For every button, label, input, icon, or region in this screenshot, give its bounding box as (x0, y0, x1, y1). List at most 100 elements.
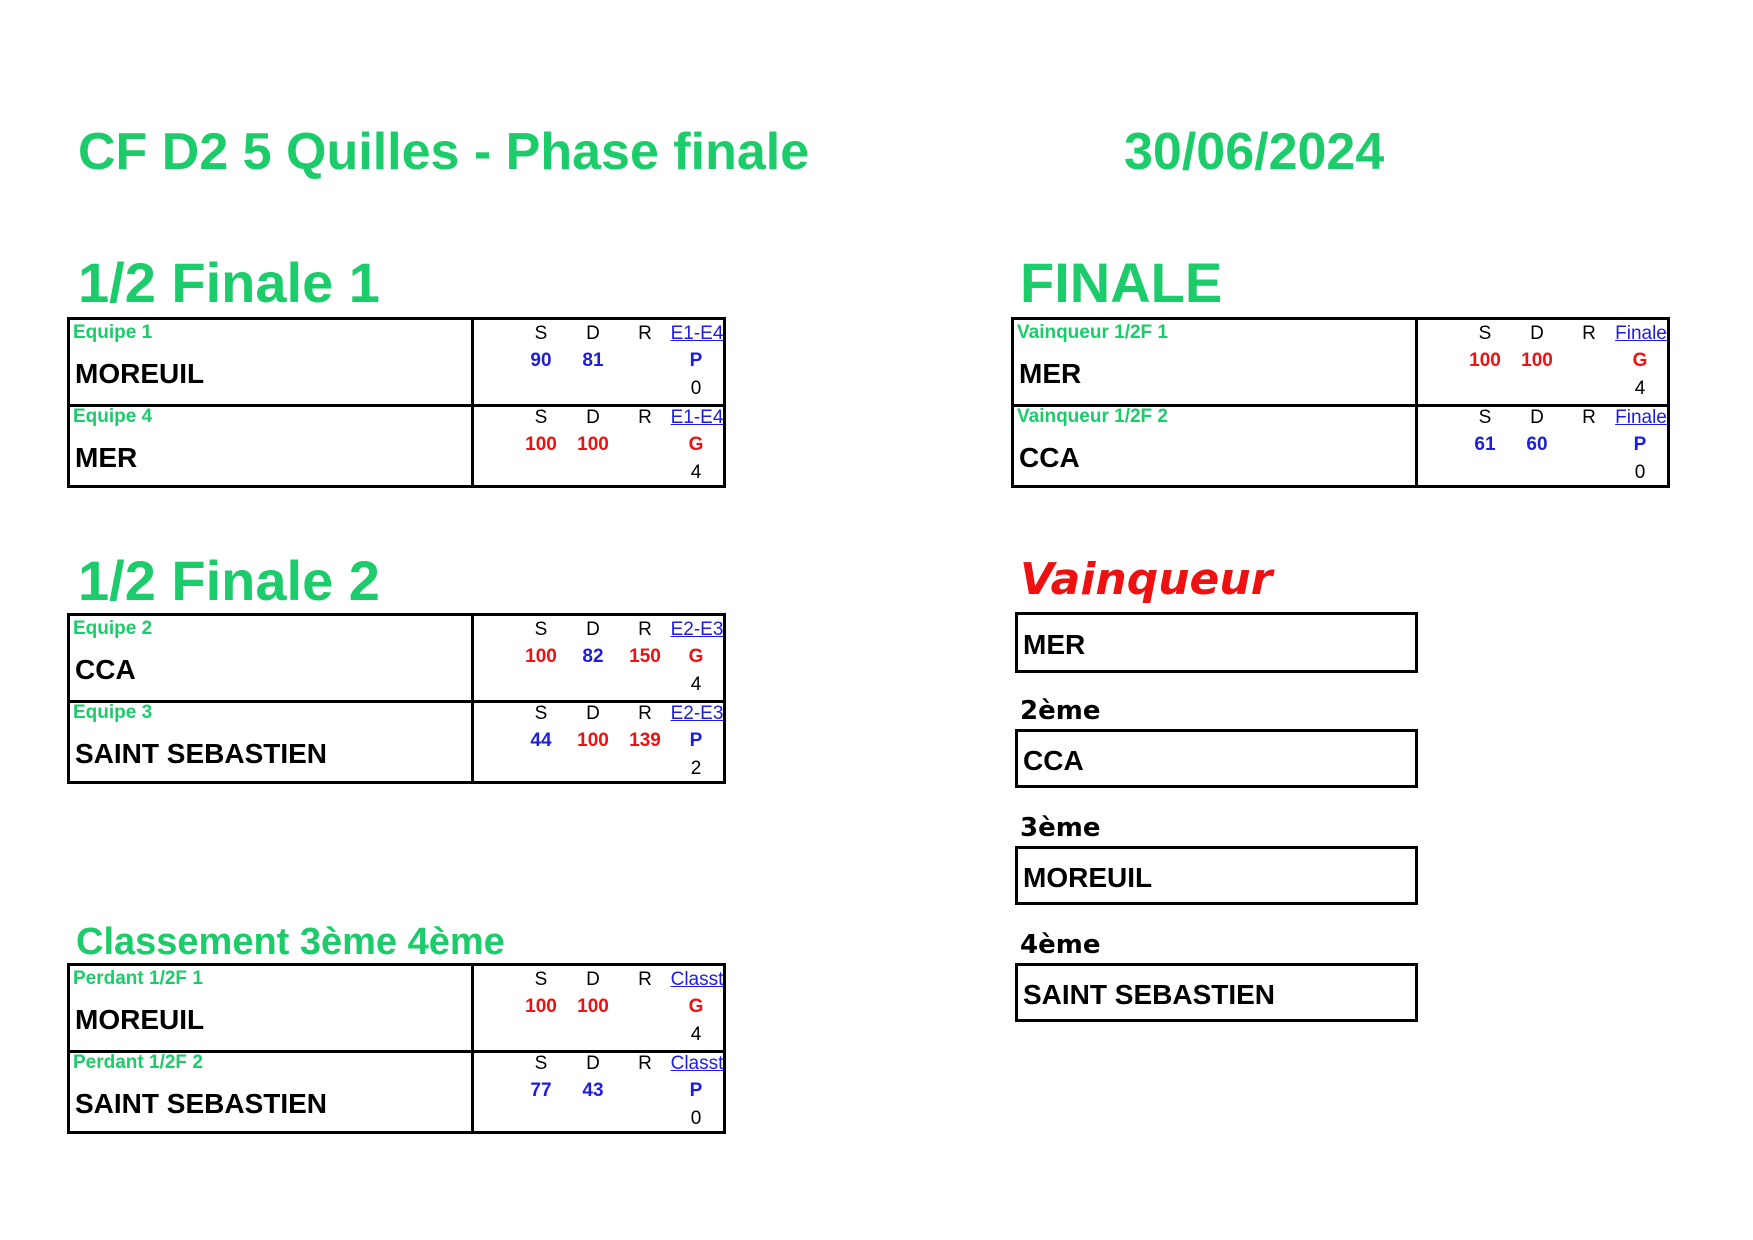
col-header-r: R (1582, 407, 1596, 428)
match-result: G (688, 434, 704, 455)
team-name: MOREUIL (75, 1004, 205, 1035)
rank-fourth-label: 4ème (1020, 930, 1101, 960)
match-points: 0 (690, 378, 702, 399)
table-row: Perdant 1/2F 2 SAINT SEBASTIEN S D R Classt 77… (70, 1050, 723, 1134)
match-code-link[interactable]: E2-E3 (670, 619, 724, 640)
rank-third-label: 3ème (1020, 813, 1101, 843)
col-header-d: D (586, 323, 600, 344)
team-name: CCA (75, 654, 136, 685)
match-result: P (689, 1080, 703, 1101)
team-slot-label: Equipe 4 (73, 406, 153, 427)
col-header-d: D (586, 969, 600, 990)
score-s: 44 (530, 730, 552, 751)
score-d: 81 (582, 350, 604, 371)
score-d: 100 (1521, 350, 1553, 371)
score-d: 82 (582, 646, 604, 667)
col-header-d: D (586, 703, 600, 724)
score-s: 90 (530, 350, 552, 371)
team-cell: Perdant 1/2F 2 SAINT SEBASTIEN (70, 1050, 474, 1134)
team-slot-label: Equipe 1 (73, 322, 153, 343)
match-result: G (688, 996, 704, 1017)
match-code-link[interactable]: E1-E4 (670, 323, 724, 344)
match-result: P (689, 730, 703, 751)
match-result: P (689, 350, 703, 371)
score-d: 60 (1526, 434, 1548, 455)
match-code-link[interactable]: E2-E3 (670, 703, 724, 724)
team-slot-label: Vainqueur 1/2F 2 (1017, 406, 1168, 427)
match-points: 2 (690, 758, 702, 779)
score-d: 100 (577, 996, 609, 1017)
col-header-d: D (586, 407, 600, 428)
rank-winner: MER (1023, 629, 1086, 660)
match-result: P (1633, 434, 1647, 455)
team-slot-label: Perdant 1/2F 1 (73, 968, 203, 989)
match-code-link[interactable]: Finale (1615, 407, 1667, 428)
rank-fourth: SAINT SEBASTIEN (1023, 979, 1276, 1010)
team-cell: Equipe 1 MOREUIL (70, 320, 474, 404)
page-title: CF D2 5 Quilles - Phase finale (78, 123, 810, 181)
col-header-r: R (638, 969, 652, 990)
col-header-r: R (1582, 323, 1596, 344)
score-s: 100 (525, 646, 557, 667)
third-title: Classement 3ème 4ème (76, 921, 505, 963)
col-header-s: S (1478, 323, 1492, 344)
col-header-d: D (586, 1053, 600, 1074)
team-name: SAINT SEBASTIEN (75, 1088, 328, 1119)
rank-fourth-box: SAINT SEBASTIEN (1015, 963, 1418, 1022)
semi2-title: 1/2 Finale 2 (78, 549, 380, 612)
col-header-r: R (638, 1053, 652, 1074)
rank-third: MOREUIL (1023, 862, 1153, 893)
match-result: G (1632, 350, 1648, 371)
team-cell: Perdant 1/2F 1 MOREUIL (70, 966, 474, 1050)
col-header-r: R (638, 703, 652, 724)
final-title: FINALE (1020, 251, 1223, 314)
team-slot-label: Equipe 2 (73, 618, 153, 639)
team-name: CCA (1019, 442, 1080, 473)
match-code-link[interactable]: Finale (1615, 323, 1667, 344)
col-header-s: S (1478, 407, 1492, 428)
col-header-s: S (534, 1053, 548, 1074)
col-header-s: S (534, 619, 548, 640)
match-code-link[interactable]: E1-E4 (670, 407, 724, 428)
team-name: MER (1019, 358, 1082, 389)
match-code-link[interactable]: Classt (670, 969, 724, 990)
match-points: 4 (690, 1024, 702, 1045)
score-s: 61 (1474, 434, 1496, 455)
match-points: 4 (690, 674, 702, 695)
match-points: 4 (690, 462, 702, 483)
match-points: 4 (1634, 378, 1646, 399)
team-slot-label: Vainqueur 1/2F 1 (1017, 322, 1168, 343)
col-header-s: S (534, 407, 548, 428)
score-s: 77 (530, 1080, 552, 1101)
table-row: Vainqueur 1/2F 2 CCA S D R Finale 61 60 P 0 (1014, 404, 1667, 488)
col-header-r: R (638, 407, 652, 428)
match-points: 0 (1634, 462, 1646, 483)
rank-third-box: MOREUIL (1015, 846, 1418, 905)
semi1-title: 1/2 Finale 1 (78, 251, 380, 314)
match-points: 0 (690, 1108, 702, 1129)
team-cell: Equipe 2 CCA (70, 616, 474, 700)
page-date: 30/06/2024 (1124, 123, 1385, 181)
match-code-link[interactable]: Classt (670, 1053, 724, 1074)
score-d: 100 (577, 730, 609, 751)
score-d: 100 (577, 434, 609, 455)
col-header-r: R (638, 619, 652, 640)
rank-second-box: CCA (1015, 729, 1418, 788)
team-name: MOREUIL (75, 358, 205, 389)
team-slot-label: Equipe 3 (73, 702, 153, 723)
col-header-d: D (1530, 407, 1544, 428)
score-r: 150 (629, 646, 661, 667)
col-header-d: D (1530, 323, 1544, 344)
team-slot-label: Perdant 1/2F 2 (73, 1052, 203, 1073)
rank-second-label: 2ème (1020, 696, 1101, 726)
rank-winner-box: MER (1015, 612, 1418, 673)
match-result: G (688, 646, 704, 667)
